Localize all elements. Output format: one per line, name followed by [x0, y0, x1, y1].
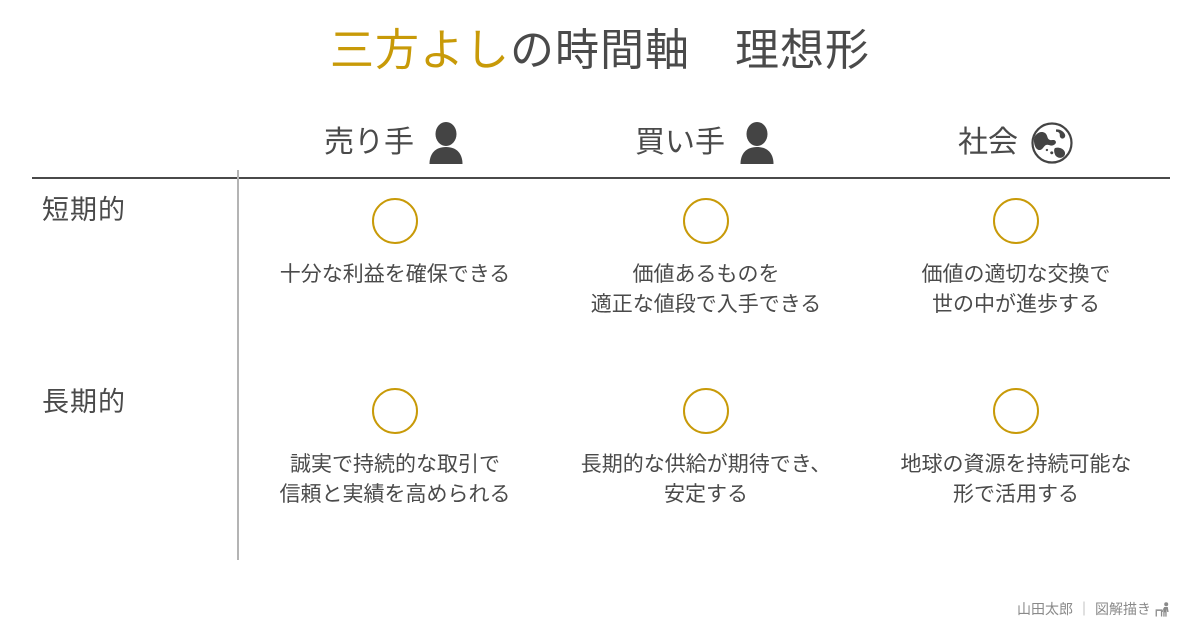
row-label-divider — [237, 170, 239, 560]
page-title: 三方よしの時間軸 理想形 — [0, 22, 1200, 80]
title-accent: 三方よし — [330, 26, 510, 75]
footer-credit: 山田太郎 ｜ 図解描き — [1017, 600, 1172, 618]
column-header-society-label: 社会 — [958, 126, 1018, 159]
column-header-society: 社会 — [862, 118, 1170, 168]
circle-marker — [683, 388, 729, 434]
circle-marker — [372, 388, 418, 434]
circle-marker — [683, 198, 729, 244]
person-icon — [737, 122, 777, 164]
cell-long-term-buyer: 長期的な供給が期待でき、 安定する — [552, 388, 860, 510]
cell-text: 十分な利益を確保できる — [279, 263, 511, 286]
footer-author: 山田太郎 — [1017, 601, 1073, 617]
person-drawing-icon — [1155, 601, 1172, 618]
row-label-short-term: 短期的 — [42, 195, 126, 225]
circle-marker — [993, 388, 1039, 434]
cell-text: 地球の資源を持続可能な 形で活用する — [900, 453, 1132, 506]
cell-text: 価値の適切な交換で 世の中が進歩する — [921, 263, 1111, 316]
circle-marker — [372, 198, 418, 244]
person-icon — [426, 122, 466, 164]
cell-short-term-seller: 十分な利益を確保できる — [240, 198, 550, 290]
circle-marker — [993, 198, 1039, 244]
header-underline — [32, 177, 1170, 179]
column-header-seller-label: 売り手 — [324, 126, 414, 159]
cell-text: 誠実で持続的な取引で 信頼と実績を高められる — [279, 453, 511, 506]
title-rest: の時間軸 理想形 — [510, 26, 870, 75]
column-header-buyer: 買い手 — [552, 118, 860, 168]
cell-text: 価値あるものを 適正な値段で入手できる — [590, 263, 822, 316]
column-header-buyer-label: 買い手 — [635, 126, 725, 159]
cell-short-term-society: 価値の適切な交換で 世の中が進歩する — [862, 198, 1170, 320]
column-header-seller: 売り手 — [240, 118, 550, 168]
cell-text: 長期的な供給が期待でき、 安定する — [580, 453, 832, 506]
cell-long-term-seller: 誠実で持続的な取引で 信頼と実績を高められる — [240, 388, 550, 510]
globe-icon — [1030, 121, 1074, 165]
footer-role: 図解描き — [1095, 601, 1151, 617]
cell-short-term-buyer: 価値あるものを 適正な値段で入手できる — [552, 198, 860, 320]
footer-separator: ｜ — [1077, 601, 1091, 617]
cell-long-term-society: 地球の資源を持続可能な 形で活用する — [862, 388, 1170, 510]
row-label-long-term: 長期的 — [42, 387, 126, 417]
